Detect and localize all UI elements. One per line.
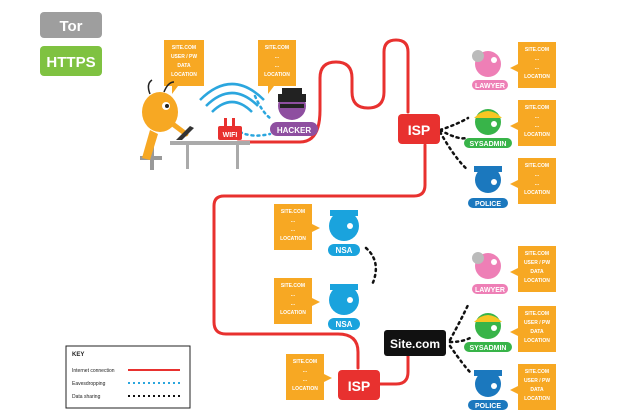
note-line: ... [303,377,308,383]
data-sharing-lines [364,116,472,374]
note-line: SITE.COM [525,47,549,53]
note-user: SITE.COM USER / PW DATA LOCATION [164,40,204,94]
sysadmin-top-figure: SYSADMIN [464,109,512,148]
note-line: USER / PW [171,54,197,60]
note-line: DATA [530,387,544,393]
note-line: ... [291,301,296,307]
note-line: SITE.COM [525,369,549,375]
isp-top-node: ISP [398,114,440,144]
note-line: SITE.COM [525,251,549,257]
note-line: DATA [177,63,191,69]
lawyer-top-figure: LAWYER [472,50,508,90]
police-bottom-figure: POLICE [468,370,508,410]
isp-bottom-label: ISP [348,378,371,394]
police-top-figure: POLICE [468,166,508,208]
legend-eavesdropping-label: Eavesdropping [72,381,106,387]
note-line: ... [291,292,296,298]
note-line: DATA [530,329,544,335]
note-line: LOCATION [524,190,550,196]
note-line: LOCATION [171,72,197,78]
note-sysadmin-bottom: SITE.COM USER / PW DATA LOCATION [510,306,556,352]
note-line: LOCATION [524,74,550,80]
note-police-top: SITE.COM ... ... LOCATION [510,158,556,204]
note-line: SITE.COM [281,283,305,289]
lawyer-bottom-label: LAWYER [475,287,505,294]
note-line: SITE.COM [281,209,305,215]
note-line: LOCATION [524,396,550,402]
sysadmin-top-label: SYSADMIN [470,141,507,148]
note-line: LOCATION [264,72,290,78]
note-line: ... [291,227,296,233]
note-line: SITE.COM [525,163,549,169]
note-police-bottom: SITE.COM USER / PW DATA LOCATION [510,364,556,410]
note-line: SITE.COM [172,45,196,51]
note-nsa-top: SITE.COM ... ... LOCATION [274,204,320,250]
note-lawyer-bottom: SITE.COM USER / PW DATA LOCATION [510,246,556,292]
note-line: LOCATION [280,310,306,316]
isp-bottom-node: ISP [338,370,380,400]
note-line: SITE.COM [525,105,549,111]
note-isp-bottom: SITE.COM ... ... LOCATION [286,354,332,400]
sysadmin-bottom-label: SYSADMIN [470,345,507,352]
note-line: USER / PW [524,260,550,266]
user-figure [140,79,250,170]
note-line: ... [535,181,540,187]
site-label: Site.com [390,337,440,351]
lawyer-bottom-figure: LAWYER [472,252,508,294]
note-line: ... [275,54,280,60]
note-line: USER / PW [524,320,550,326]
hacker-label: HACKER [277,126,311,135]
legend-internet-label: Internet connection [72,368,115,374]
police-bottom-label: POLICE [475,403,501,410]
note-line: SITE.COM [265,45,289,51]
legend: KEY Internet connection Eavesdropping Da… [65,345,191,409]
note-hacker: SITE.COM ... ... LOCATION [258,40,296,94]
note-line: ... [291,218,296,224]
note-nsa-bottom: SITE.COM ... ... LOCATION [274,278,320,324]
note-line: ... [535,65,540,71]
note-line: ... [303,368,308,374]
legend-title: KEY [72,352,84,358]
note-sysadmin-top: SITE.COM ... ... LOCATION [510,100,556,146]
note-lawyer-top: SITE.COM ... ... LOCATION [510,42,556,88]
note-line: ... [535,123,540,129]
nsa-bottom-figure: NSA [328,284,360,330]
note-line: DATA [530,269,544,275]
internet-connection-lines [212,38,427,386]
police-top-label: POLICE [475,201,501,208]
legend-data-sharing-label: Data sharing [72,394,101,400]
laptop-icon [176,126,194,140]
tor-toggle-label: Tor [59,18,82,35]
site-node: Site.com [384,330,446,356]
nsa-bottom-label: NSA [336,320,353,329]
note-line: ... [275,63,280,69]
tor-toggle[interactable]: Tor [40,12,102,38]
isp-top-label: ISP [408,122,431,138]
note-line: ... [535,56,540,62]
wifi-label: WIFI [223,132,238,139]
note-line: SITE.COM [293,359,317,365]
note-line: LOCATION [524,338,550,344]
note-line: SITE.COM [525,311,549,317]
sysadmin-bottom-figure: SYSADMIN [464,313,512,352]
wifi-icon [199,82,265,113]
note-line: LOCATION [524,132,550,138]
https-toggle-label: HTTPS [46,54,95,71]
https-toggle[interactable]: HTTPS [40,46,102,76]
nsa-top-label: NSA [336,246,353,255]
note-line: ... [535,172,540,178]
hacker-figure: HACKER [270,88,318,136]
note-line: LOCATION [524,278,550,284]
note-line: USER / PW [524,378,550,384]
note-line: LOCATION [292,386,318,392]
nsa-top-figure: NSA [328,210,360,256]
lawyer-top-label: LAWYER [475,83,505,90]
note-line: LOCATION [280,236,306,242]
note-line: ... [535,114,540,120]
eavesdropping-lines [238,94,272,137]
wifi-router: WIFI [218,118,242,140]
